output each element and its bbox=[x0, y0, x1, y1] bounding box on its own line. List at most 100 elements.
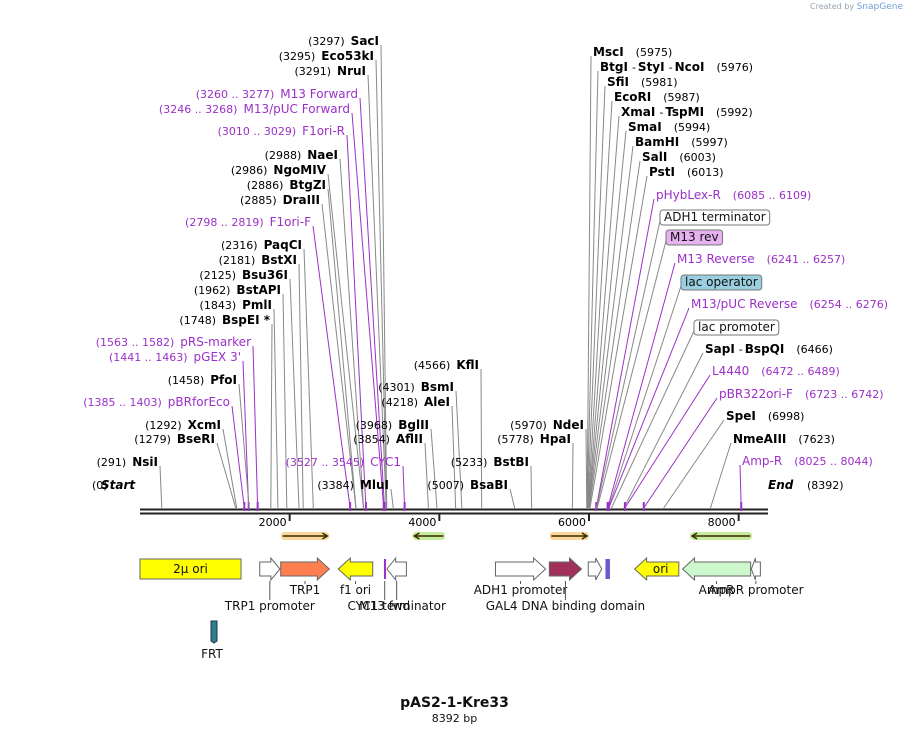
label-kfli: KflI bbox=[456, 358, 479, 372]
label-btgi-part-1: - bbox=[632, 61, 636, 74]
label-bsu36i: Bsu36I bbox=[242, 268, 288, 282]
label-m13-rev: M13 rev bbox=[670, 230, 719, 244]
feature-cyc1-terminator bbox=[386, 556, 407, 582]
connector-prs-marker bbox=[252, 345, 259, 509]
label-sfii-part-0: SfiI bbox=[607, 75, 629, 89]
label-sali-part-1: (6003) bbox=[679, 151, 716, 164]
label-psti-part-0: PstI bbox=[649, 165, 675, 179]
label-lac-operator: lac operator bbox=[685, 275, 758, 289]
connector-sali bbox=[588, 160, 641, 509]
start-coord: (0) bbox=[92, 479, 108, 492]
connector-pbrforeco bbox=[231, 405, 245, 509]
label-gal4-dna-binding-domain: GAL4 DNA binding domain bbox=[486, 599, 645, 613]
primer-mark-f1ori-f bbox=[349, 502, 352, 511]
coord-cyc1: (3527 .. 3545) bbox=[286, 456, 365, 469]
label-2-ori: 2μ ori bbox=[173, 562, 208, 576]
connector-bamhi bbox=[588, 145, 634, 509]
label-pbrforeco: pBRforEco bbox=[168, 395, 230, 409]
coord-eco53ki: (3295) bbox=[279, 50, 316, 63]
connector-hpai bbox=[571, 442, 574, 509]
label-btgi-part-0: BtgI bbox=[600, 60, 628, 74]
start-label: Start bbox=[101, 478, 136, 492]
label-spei-part-0: SpeI bbox=[726, 409, 756, 423]
connector-l4440 bbox=[624, 374, 711, 509]
feature-trp1-promoter bbox=[259, 556, 281, 582]
label-pbr322ori-f-part-1: (6723 .. 6742) bbox=[805, 388, 884, 401]
coord-ngomiv: (2986) bbox=[231, 164, 268, 177]
connector-m13-reverse bbox=[607, 262, 676, 509]
label-m13-reverse-part-0: M13 Reverse bbox=[677, 252, 755, 266]
primer-mark-cyc1 bbox=[403, 502, 406, 511]
coord-pfoi: (1458) bbox=[168, 374, 205, 387]
connector-amp-r bbox=[739, 464, 742, 509]
coord-f1ori-r: (3010 .. 3029) bbox=[218, 125, 297, 138]
label-adh1-promoter: ADH1 promoter bbox=[474, 583, 568, 597]
label-xmai-part-2: TspMI bbox=[665, 105, 704, 119]
coord-bstxi: (2181) bbox=[219, 254, 256, 267]
label-frt: FRT bbox=[201, 647, 223, 661]
label-m13-forward: M13 Forward bbox=[280, 87, 358, 101]
coord-bstapi: (1962) bbox=[194, 284, 231, 297]
plasmid-length: 8392 bp bbox=[431, 712, 478, 725]
label-psti-part-1: (6013) bbox=[687, 166, 724, 179]
feature-box-adh1-terminator bbox=[659, 209, 771, 226]
connector-bsmi bbox=[455, 390, 463, 509]
primer-mark-amp-r bbox=[740, 502, 743, 511]
feature-box-lac-operator bbox=[680, 274, 763, 291]
connector-aflii bbox=[424, 442, 429, 509]
connector-msci bbox=[586, 55, 592, 509]
orf-head-0 bbox=[321, 532, 329, 540]
label-ecori-part-1: (5987) bbox=[663, 91, 700, 104]
connector-xcmi bbox=[222, 428, 238, 509]
label-phyblex-r-part-1: (6085 .. 6109) bbox=[733, 189, 812, 202]
label-nsii: NsiI bbox=[132, 455, 158, 469]
orf-arrow-0 bbox=[280, 532, 330, 540]
connector-lac-operator bbox=[607, 285, 682, 509]
primer-mark-m13-reverse bbox=[606, 502, 609, 511]
label-xmai-part-1: - bbox=[659, 106, 663, 119]
plasmid-name: pAS2-1-Kre33 bbox=[400, 695, 509, 711]
label-alei: AleI bbox=[424, 395, 450, 409]
coord-hpai: (5778) bbox=[497, 433, 534, 446]
label-pgex-3: pGEX 3' bbox=[194, 350, 241, 364]
feature-box-m13-rev bbox=[665, 229, 724, 246]
label-bamhi-part-1: (5997) bbox=[691, 136, 728, 149]
coord-saci: (3297) bbox=[308, 35, 345, 48]
label-xmai-part-0: XmaI bbox=[621, 105, 655, 119]
feature-ampr bbox=[681, 556, 752, 582]
label-pfoi: PfoI bbox=[210, 373, 237, 387]
feature-gal4-dna-binding-domain bbox=[548, 556, 583, 582]
connector-pmli bbox=[273, 308, 279, 509]
label-eco53ki: Eco53kI bbox=[321, 49, 374, 63]
connector-m13-forward bbox=[359, 97, 386, 509]
coord-alei: (4218) bbox=[381, 396, 418, 409]
label-bamhi-part-0: BamHI bbox=[635, 135, 679, 149]
feature-m13-fwd bbox=[383, 559, 386, 579]
coord-m13-puc-forward: (3246 .. 3268) bbox=[159, 103, 238, 116]
label-xcmi: XcmI bbox=[188, 418, 221, 432]
label-spei-part-1: (6998) bbox=[768, 410, 805, 423]
coord-aflii: (3854) bbox=[353, 433, 390, 446]
feature-frt bbox=[210, 620, 218, 644]
label-f1-ori: f1 ori bbox=[340, 583, 371, 597]
label-m13-puc-reverse-part-0: M13/pUC Reverse bbox=[691, 297, 798, 311]
ruler-label-6000: 6000 bbox=[558, 516, 586, 529]
snapgene-logo: SnapGene bbox=[856, 2, 903, 12]
label-m13-puc-reverse-part-1: (6254 .. 6276) bbox=[810, 298, 889, 311]
connector-psti bbox=[589, 175, 648, 509]
feature-trp1 bbox=[280, 556, 331, 582]
label-l4440-part-0: L4440 bbox=[712, 364, 749, 378]
label-ecori-part-0: EcoRI bbox=[614, 90, 651, 104]
label-sapi-part-1: - bbox=[739, 343, 743, 356]
coord-bsmi: (4301) bbox=[378, 381, 415, 394]
label-bstapi: BstAPI bbox=[236, 283, 281, 297]
connector-paqci bbox=[303, 248, 314, 509]
ruler-label-4000: 4000 bbox=[408, 516, 436, 529]
connector-bseri bbox=[216, 442, 237, 509]
label-f1ori-f: F1ori-F bbox=[270, 215, 311, 229]
label-btgzi: BtgZI bbox=[289, 178, 326, 192]
label-ampr-promoter: AmpR promoter bbox=[708, 583, 803, 597]
coord-pgex-3: (1441 .. 1463) bbox=[109, 351, 188, 364]
connector-bstapi bbox=[282, 293, 288, 509]
connector-nmeaiii bbox=[709, 442, 732, 509]
